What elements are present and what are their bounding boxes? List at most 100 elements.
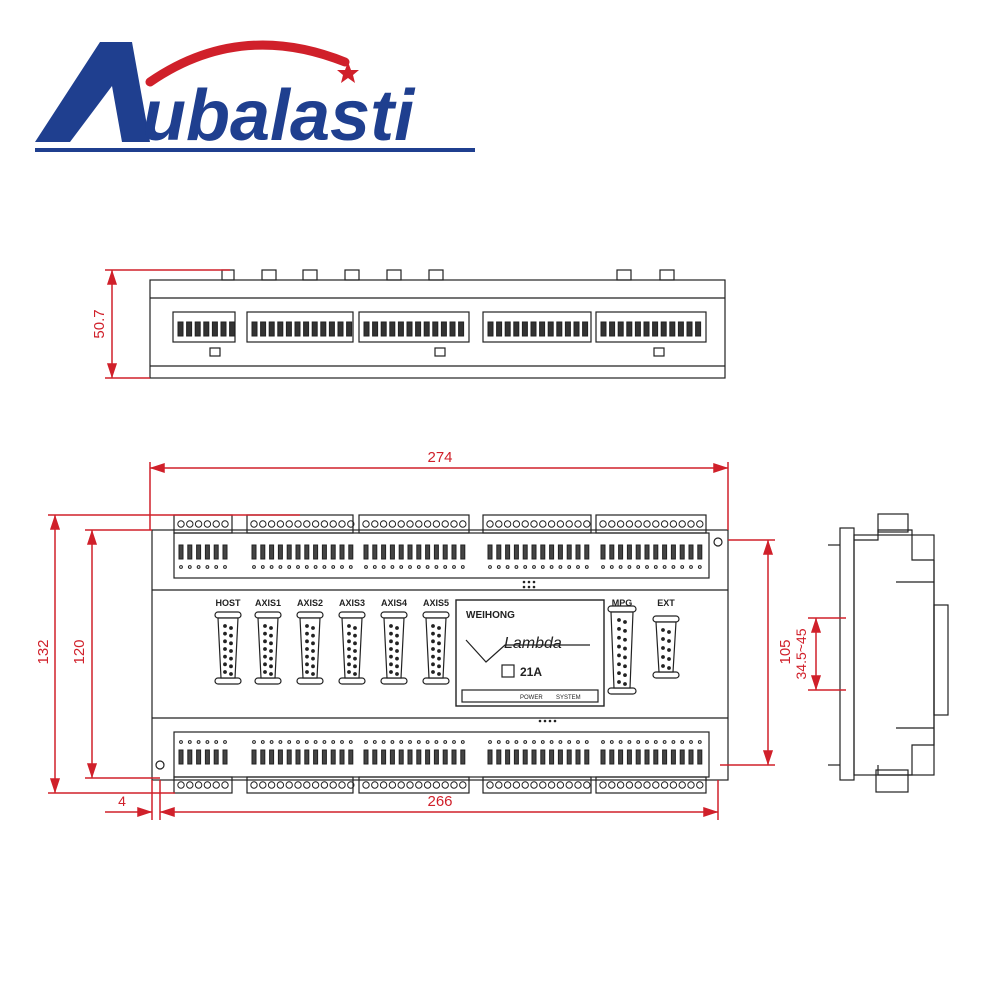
- terminal-screw-top: [696, 520, 704, 528]
- db-pin: [263, 624, 267, 628]
- status-led-top: [645, 565, 649, 569]
- terminal-label-top: [187, 544, 193, 560]
- status-led-bottom: [505, 740, 510, 744]
- db-pin: [347, 654, 351, 659]
- db-pin: [617, 662, 621, 667]
- top-pin: [634, 321, 641, 337]
- db-pin: [269, 649, 273, 653]
- top-pin: [686, 321, 693, 337]
- terminal-screw-bottom: [194, 781, 203, 789]
- terminal-label-top: [635, 544, 641, 560]
- terminal-label-bottom: [487, 749, 493, 765]
- module-brand: WEIHONG: [466, 610, 515, 621]
- status-led-bottom: [514, 740, 519, 744]
- terminal-screw-top: [556, 520, 565, 528]
- status-led-bottom: [348, 740, 353, 744]
- terminal-screw-bottom: [415, 781, 423, 789]
- status-led-top: [340, 565, 344, 569]
- terminal-label-bottom: [295, 749, 301, 765]
- terminal-screw-top: [415, 520, 423, 528]
- terminal-label-bottom: [286, 749, 292, 765]
- terminal-label-top: [398, 544, 404, 560]
- db-pin: [667, 630, 671, 634]
- top-port-bumps: [221, 269, 675, 281]
- top-pin: [397, 321, 404, 337]
- terminal-label-top: [566, 544, 572, 560]
- db-pin: [617, 618, 621, 622]
- db-screw-bottom: [296, 677, 324, 685]
- db-pin: [305, 631, 309, 636]
- dim-top-height: [105, 269, 230, 379]
- top-pin: [177, 321, 184, 337]
- status-led-top: [223, 565, 227, 569]
- status-led-top: [549, 565, 554, 569]
- top-pin: [260, 321, 267, 337]
- db-connector-shell: [217, 617, 239, 679]
- top-terminal-pins: [177, 321, 702, 337]
- terminal-label-bottom: [251, 749, 257, 765]
- status-led-top: [576, 565, 580, 569]
- status-led-bottom: [304, 740, 309, 744]
- terminal-screw-bottom: [625, 781, 634, 789]
- db-pin: [305, 647, 309, 651]
- db-screw-top: [338, 611, 366, 619]
- db-pin: [667, 666, 671, 670]
- indicator-dot: [522, 580, 526, 584]
- db-pin: [623, 637, 627, 642]
- terminal-label-top: [679, 544, 685, 560]
- db-screw-top: [652, 615, 680, 623]
- top-pin: [573, 321, 580, 337]
- status-led-bottom: [187, 740, 192, 744]
- terminal-screw-top: [486, 520, 494, 528]
- terminal-label-bottom: [522, 749, 528, 765]
- db-connector-shell: [383, 617, 405, 679]
- db-pin: [431, 662, 435, 667]
- status-led-top: [269, 565, 274, 569]
- top-pin: [303, 321, 310, 337]
- top-pin: [449, 321, 456, 337]
- terminal-screw-bottom: [495, 781, 503, 789]
- status-led-bottom: [645, 740, 649, 744]
- terminal-screw-bottom: [311, 781, 320, 789]
- status-led-top: [460, 565, 465, 569]
- terminal-label-top: [251, 544, 257, 560]
- brand-logo: ubalasti: [0, 0, 500, 170]
- db-pin: [305, 639, 309, 644]
- top-pin: [564, 321, 571, 337]
- terminal-label-top: [618, 544, 624, 560]
- top-pin: [294, 321, 301, 337]
- db-pin: [311, 641, 315, 646]
- terminal-screw-top: [634, 520, 642, 528]
- db-pin: [269, 641, 273, 646]
- terminal-label-top: [372, 544, 378, 560]
- dim-mount-height-label: 120: [71, 639, 88, 664]
- db-screw-bottom: [422, 677, 450, 685]
- terminal-label-top: [381, 544, 387, 560]
- terminal-screw-top: [347, 520, 355, 528]
- terminal-screw-top: [212, 520, 220, 528]
- terminal-label-bottom: [304, 749, 310, 765]
- terminal-label-bottom: [531, 749, 537, 765]
- db-pin: [667, 639, 671, 643]
- terminal-screw-top: [320, 520, 329, 528]
- terminal-screw-top: [329, 520, 337, 528]
- status-led-bottom: [223, 740, 227, 744]
- top-pin: [380, 321, 387, 337]
- top-pin: [285, 321, 292, 337]
- terminal-screw-top: [512, 520, 521, 528]
- terminal-screw-top: [186, 520, 194, 528]
- status-led-bottom: [372, 740, 377, 744]
- terminal-screw-top: [643, 520, 651, 528]
- indicator-dot: [532, 585, 536, 589]
- terminal-label-top: [204, 544, 210, 560]
- db-screw-top: [380, 611, 408, 619]
- status-led-bottom: [671, 740, 676, 744]
- top-pin: [432, 321, 439, 337]
- db-pin: [623, 673, 627, 678]
- terminal-screw-bottom: [574, 781, 582, 789]
- status-led-top: [452, 565, 456, 569]
- db-pin: [661, 655, 665, 659]
- terminal-screw-bottom: [565, 781, 573, 789]
- terminal-label-bottom: [688, 749, 694, 765]
- terminal-screw-top: [669, 520, 678, 528]
